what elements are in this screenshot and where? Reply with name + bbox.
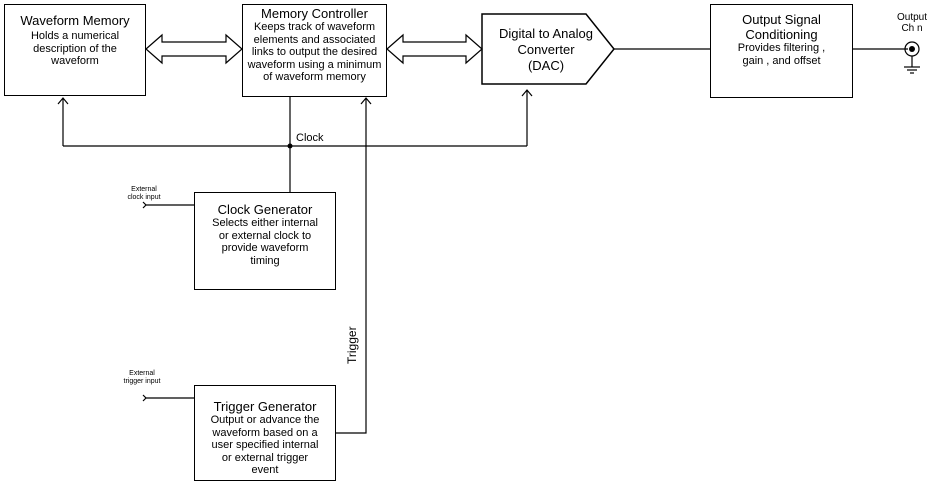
waveform-memory-block: Waveform Memory Holds a numerical descri… bbox=[4, 4, 146, 96]
clock-generator-block: Clock Generator Selects either internal … bbox=[194, 192, 336, 290]
clock-generator-desc: Selects either internal or external cloc… bbox=[212, 217, 318, 267]
ext-clock-label-line1: External bbox=[131, 186, 157, 193]
trigger-generator-title: Trigger Generator bbox=[213, 399, 317, 414]
ext-clock-label: External clock input bbox=[118, 186, 170, 202]
ext-trigger-label-line1: External bbox=[129, 370, 155, 377]
ext-clock-chevron-icon bbox=[142, 201, 147, 209]
waveform-memory-title: Waveform Memory bbox=[20, 13, 130, 28]
clock-label: Clock bbox=[296, 132, 324, 144]
dac-block: Digital to Analog Converter (DAC) bbox=[482, 26, 610, 74]
arrowhead-trigger-icon bbox=[360, 97, 372, 105]
bus-arrow-controller-dac bbox=[386, 33, 483, 65]
bus-arrow-memory-controller bbox=[145, 33, 243, 65]
trigger-line bbox=[336, 99, 367, 434]
memory-controller-block: Memory Controller Keeps track of wavefor… bbox=[242, 4, 387, 97]
clock-junction-dot bbox=[287, 143, 293, 149]
waveform-memory-desc: Holds a numerical description of the wav… bbox=[30, 30, 120, 67]
dac-abbr: (DAC) bbox=[527, 58, 565, 73]
ext-clock-label-line2: clock input bbox=[127, 194, 161, 201]
output-connector-dot bbox=[909, 46, 915, 52]
ext-trigger-label: External trigger input bbox=[114, 370, 170, 386]
arrowhead-dac-icon bbox=[521, 89, 533, 97]
memory-controller-title: Memory Controller bbox=[261, 6, 368, 21]
trigger-generator-desc: Output or advance the waveform based on … bbox=[210, 414, 320, 476]
output-label-line1: Output bbox=[896, 12, 928, 23]
output-conditioning-title: Output Signal Conditioning bbox=[742, 12, 821, 42]
output-label: Output Ch n bbox=[890, 12, 934, 34]
output-conditioning-desc: Provides filtering , gain , and offset bbox=[737, 42, 826, 67]
output-conditioning-block: Output Signal Conditioning Provides filt… bbox=[710, 4, 853, 98]
memory-controller-desc: Keeps track of waveform elements and ass… bbox=[247, 21, 382, 83]
dac-shape bbox=[481, 13, 615, 85]
output-label-line2: Ch n bbox=[901, 23, 923, 34]
ext-trigger-chevron-icon bbox=[142, 394, 147, 402]
clock-generator-title: Clock Generator bbox=[217, 202, 313, 217]
dac-title: Digital to Analog Converter bbox=[499, 26, 593, 57]
arrowhead-memory-icon bbox=[57, 97, 69, 105]
ext-trigger-label-line2: trigger input bbox=[123, 378, 161, 385]
trigger-label: Trigger bbox=[345, 326, 359, 364]
trigger-generator-block: Trigger Generator Output or advance the … bbox=[194, 385, 336, 481]
